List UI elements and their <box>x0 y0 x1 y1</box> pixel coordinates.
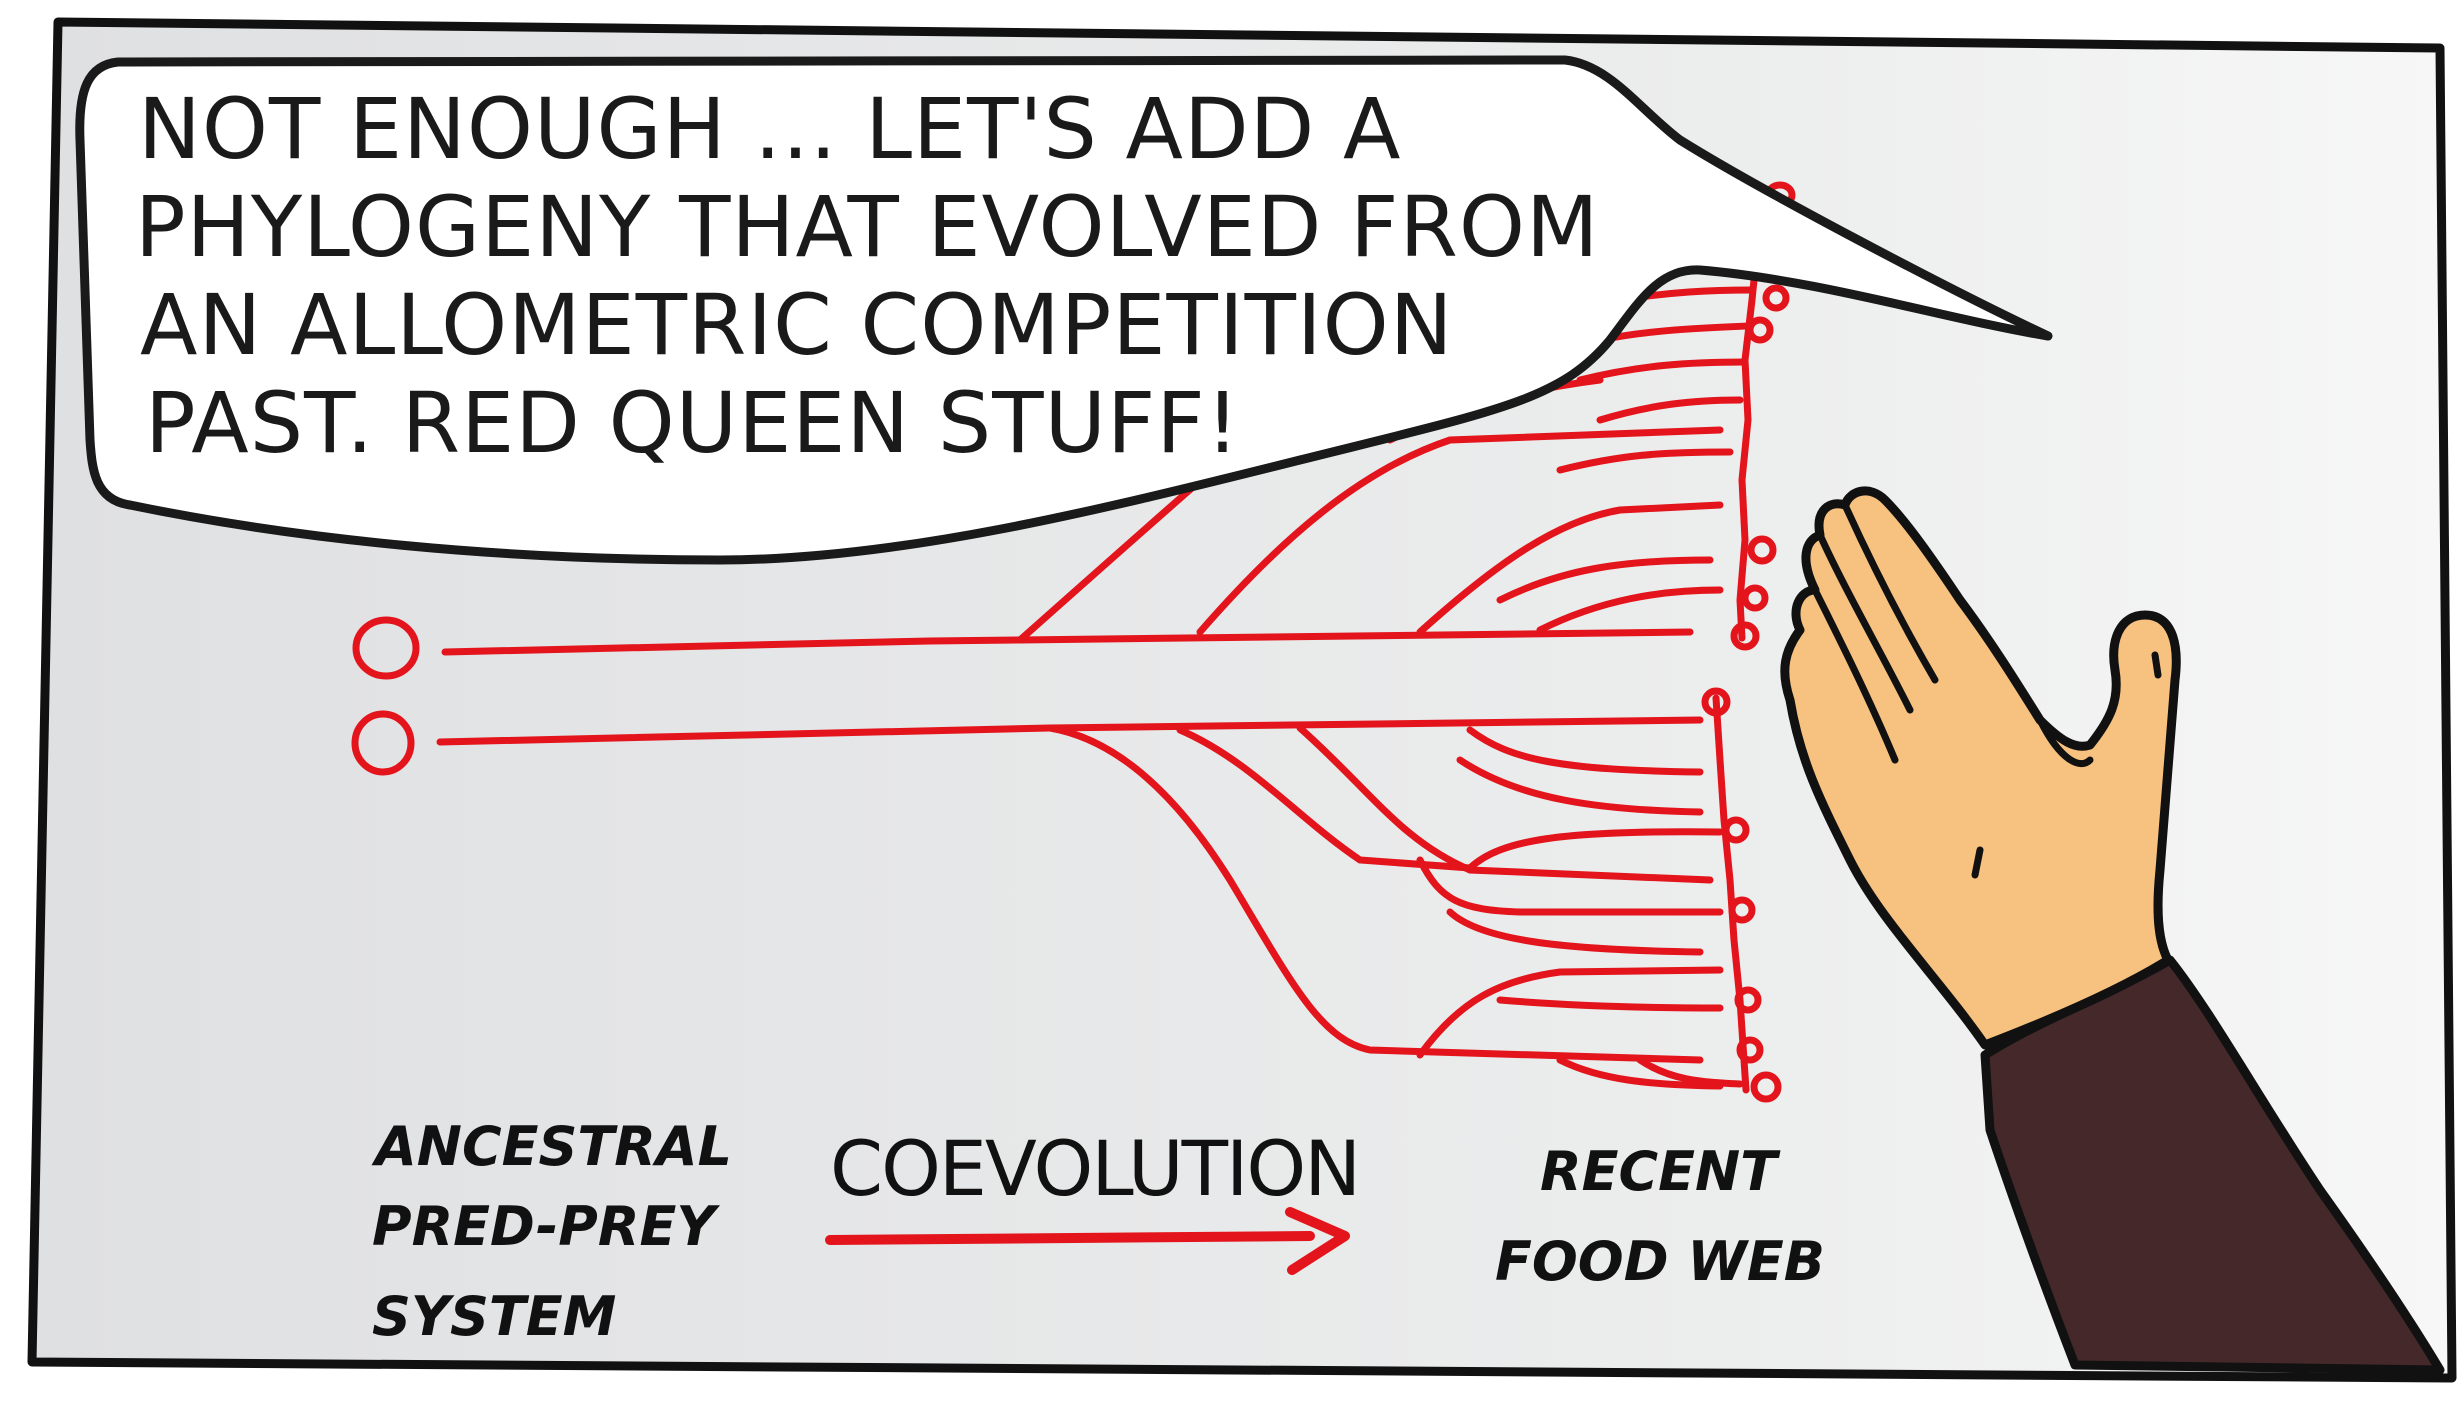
hand-creases <box>1811 501 2162 879</box>
ancestral-line-2: PRED-PREY <box>372 1195 720 1258</box>
ancestral-line-1: ANCESTRAL <box>371 1115 732 1178</box>
coevolution-arrow <box>825 1231 1315 1245</box>
speech-line-2: PHYLOGENY THAT EVOLVED FROM <box>135 178 1599 276</box>
ancestral-node-bottom <box>351 710 415 776</box>
ancestral-label: ANCESTRAL PRED-PREY SYSTEM <box>371 1115 732 1348</box>
speech-bubble <box>75 55 2053 565</box>
ancestral-node-top <box>352 616 420 680</box>
coevolution-arrowhead <box>1285 1207 1350 1275</box>
speech-line-1: NOT ENOUGH ... LET'S ADD A <box>138 80 1402 178</box>
hand <box>1780 486 2181 1050</box>
recent-label: RECENT FOOD WEB <box>1495 1140 1825 1293</box>
speech-line-3: AN ALLOMETRIC COMPETITION <box>140 276 1454 374</box>
top-trunk <box>441 628 1694 656</box>
phylogeny-tree <box>351 181 1796 1275</box>
speech-line-4: PAST. RED QUEEN STUFF! <box>145 374 1240 472</box>
recent-line-2: FOOD WEB <box>1495 1230 1825 1293</box>
speech-text: NOT ENOUGH ... LET'S ADD A PHYLOGENY THA… <box>135 80 1599 472</box>
coevolution-label: COEVOLUTION <box>830 1124 1359 1213</box>
recent-line-1: RECENT <box>1540 1140 1781 1203</box>
ancestral-line-3: SYSTEM <box>372 1285 616 1348</box>
